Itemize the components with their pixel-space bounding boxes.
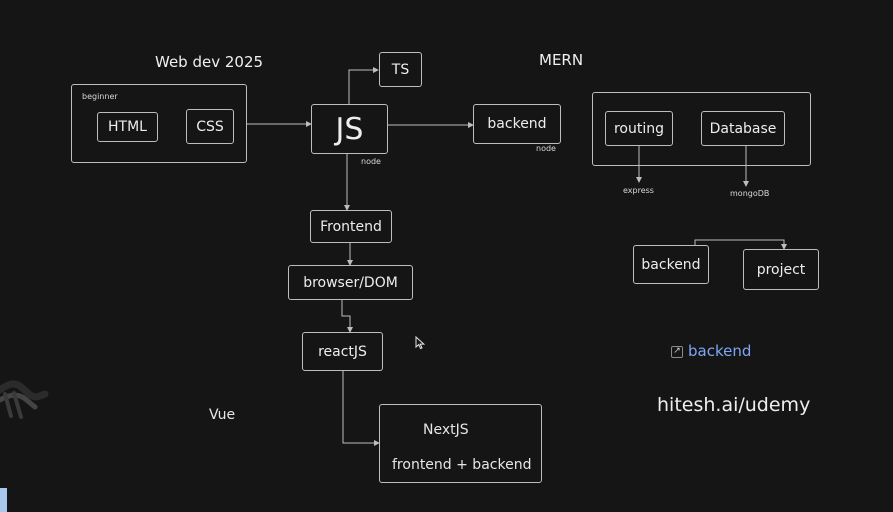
browser-dom-box: browser/DOM xyxy=(288,265,413,300)
html-box: HTML xyxy=(97,112,158,142)
nextjs-box: NextJS frontend + backend xyxy=(379,404,542,483)
js-box: JS xyxy=(311,104,388,154)
cursor-icon xyxy=(415,336,425,350)
mongodb-label: mongoDB xyxy=(730,189,770,198)
beginner-group: beginner xyxy=(71,84,247,163)
presenter-edge-icon xyxy=(0,380,49,512)
ts-box: TS xyxy=(379,52,422,87)
connector-browser-to-react xyxy=(341,300,353,333)
vue-label: Vue xyxy=(209,407,236,423)
js-node-label: node xyxy=(361,157,381,166)
mern-title: MERN xyxy=(539,51,584,69)
backend-link-label: backend xyxy=(688,342,752,360)
backend-box: backend xyxy=(473,104,561,144)
nextjs-subtitle: frontend + backend xyxy=(392,457,532,473)
project-box: project xyxy=(743,249,819,290)
connector-backend-to-project xyxy=(694,239,787,250)
backend-link[interactable]: ↗ backend xyxy=(671,344,751,359)
backend-right-box: backend xyxy=(633,245,709,284)
reactjs-box: reactJS xyxy=(302,332,383,371)
connector-react-to-nextjs xyxy=(342,371,380,446)
routing-box: routing xyxy=(605,111,673,146)
css-box: CSS xyxy=(186,109,234,144)
page-title: Web dev 2025 xyxy=(155,53,264,71)
frontend-box: Frontend xyxy=(310,210,392,243)
backend-node-label: node xyxy=(536,144,556,153)
external-link-icon: ↗ xyxy=(671,345,683,358)
express-label: express xyxy=(623,186,654,195)
mern-group xyxy=(592,92,811,166)
database-box: Database xyxy=(701,111,785,146)
udemy-url: hitesh.ai/udemy xyxy=(657,394,811,416)
connector-js-to-ts xyxy=(348,67,379,104)
nextjs-label: NextJS xyxy=(423,422,469,438)
beginner-label: beginner xyxy=(82,92,118,101)
